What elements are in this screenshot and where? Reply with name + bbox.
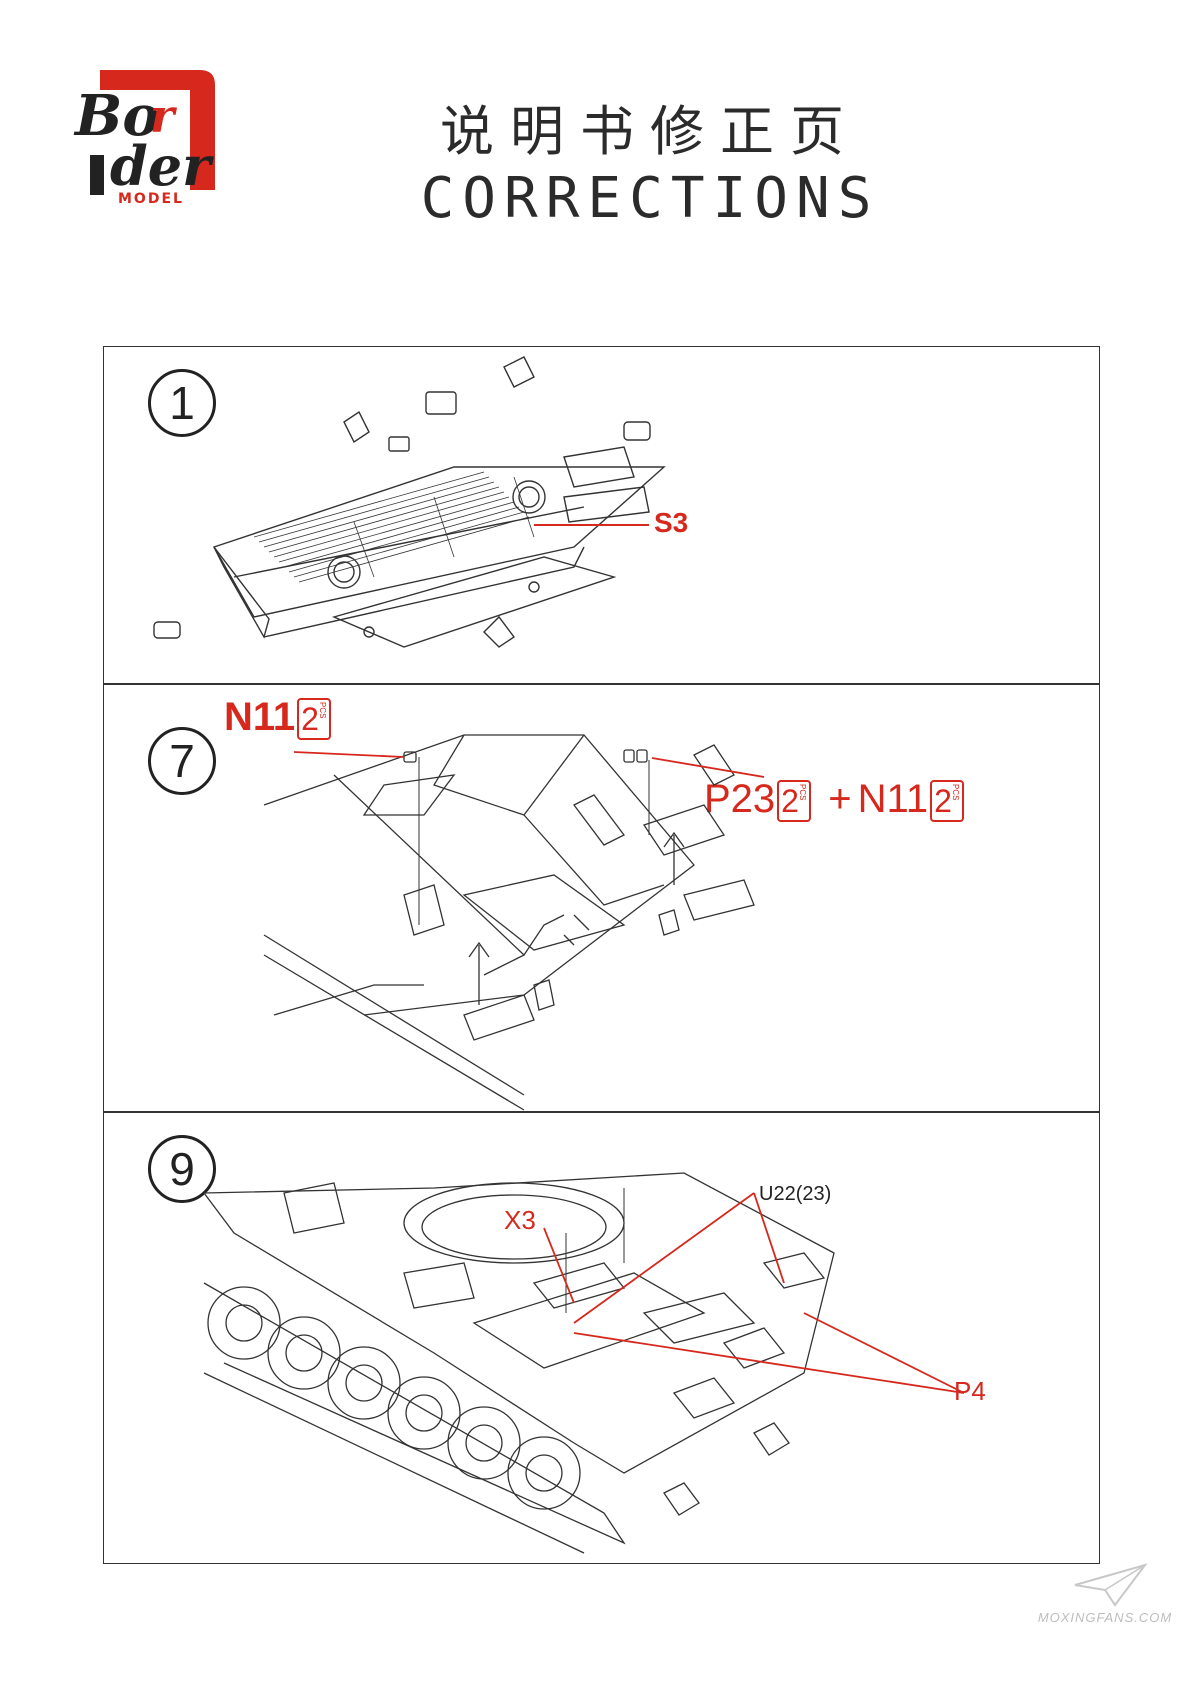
step-number-badge: 7 bbox=[148, 727, 216, 795]
part-label: N11 bbox=[224, 695, 296, 739]
quantity-value: 2 bbox=[934, 783, 952, 820]
svg-text:r: r bbox=[150, 89, 178, 143]
quantity-value: 2 bbox=[301, 701, 319, 738]
page-header: 说明书修正页 CORRECTIONS bbox=[300, 100, 1000, 234]
watermark-text: MOXINGFANS.COM bbox=[1037, 1610, 1173, 1625]
step-9-hull-rear-drawing bbox=[203, 1172, 965, 1554]
step-1-panel: 1 bbox=[103, 346, 1100, 684]
border-model-logo: Bo r der MODEL bbox=[73, 70, 215, 207]
part-label: N11 bbox=[857, 777, 929, 821]
quantity-unit: PCS bbox=[798, 784, 808, 801]
quantity-unit: PCS bbox=[951, 784, 961, 801]
quantity-unit: PCS bbox=[318, 702, 328, 719]
part-callout-s3: S3 bbox=[654, 507, 689, 538]
part-callout-x3: X3 bbox=[504, 1205, 536, 1235]
svg-text:Bo: Bo bbox=[73, 83, 160, 149]
step-9-panel: 9 U22(23) X3 P4 bbox=[103, 1112, 1100, 1564]
paper-plane-icon bbox=[1074, 1563, 1148, 1607]
plus-sign: + bbox=[828, 777, 852, 821]
step-7-rear-hull-drawing bbox=[263, 734, 765, 1111]
step-number-badge: 9 bbox=[148, 1135, 216, 1203]
quantity-value: 2 bbox=[781, 783, 799, 820]
svg-text:der: der bbox=[110, 134, 214, 198]
step-number-badge: 1 bbox=[148, 369, 216, 437]
svg-text:MODEL: MODEL bbox=[118, 191, 184, 207]
step-1-engine-deck-drawing bbox=[153, 356, 666, 648]
page-title-english: CORRECTIONS bbox=[420, 166, 880, 231]
page-title-chinese: 说明书修正页 bbox=[440, 100, 860, 163]
part-callout-u22-23: U22(23) bbox=[759, 1183, 832, 1205]
